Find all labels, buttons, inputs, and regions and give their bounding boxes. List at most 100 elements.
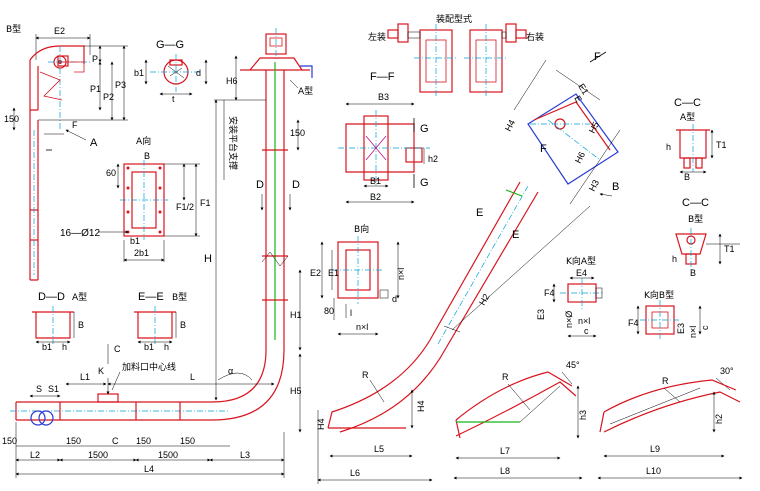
main-c-top-label: C bbox=[114, 344, 121, 354]
incline-h5-label: H5 bbox=[587, 120, 601, 135]
cc-a-h-label: h bbox=[666, 142, 671, 152]
incline-e-label: E bbox=[572, 94, 584, 104]
b-view-n-label: n×l bbox=[396, 268, 406, 280]
b-view-nl-label: n×l bbox=[356, 322, 368, 332]
section-cc-b: C—C B型 h B T1 bbox=[672, 197, 740, 278]
curve-detail-30: 30° R h2 L9 L10 bbox=[597, 366, 743, 480]
main-d-right-label: D bbox=[292, 179, 300, 191]
main-1500-b-label: 1500 bbox=[158, 450, 178, 460]
b-view-l-label: l bbox=[350, 308, 352, 318]
main-l1-label: L1 bbox=[80, 372, 90, 382]
curve2-h2-label: h2 bbox=[714, 414, 724, 424]
cc-a-type-label: A型 bbox=[680, 112, 695, 123]
main-h5-label: H5 bbox=[290, 386, 302, 396]
main-k-label: K bbox=[98, 366, 104, 376]
incline-h4-label: H4 bbox=[503, 118, 517, 133]
dd-b1-label: b1 bbox=[42, 342, 52, 352]
section-ff: F—F B3 G G h2 B1 B2 bbox=[338, 71, 438, 204]
curve2-l10-label: L10 bbox=[646, 466, 661, 476]
a-arrow-label: A bbox=[90, 137, 98, 149]
main-l2-label: L2 bbox=[30, 450, 40, 460]
main-s-label: S bbox=[36, 384, 42, 394]
k-view-a-f4-label: F4 bbox=[544, 288, 555, 298]
k-view-a: K向A型 E4 F4 E3 n×Ø n×l c bbox=[536, 255, 604, 338]
ff-b2-label: B2 bbox=[370, 192, 381, 202]
b-view-title: B向 bbox=[354, 223, 369, 235]
curve1-angle-label: 45° bbox=[566, 360, 580, 370]
cc-b-h-label: h bbox=[672, 254, 677, 264]
curve2-l9-label: L9 bbox=[650, 444, 660, 454]
incline-r-label: R bbox=[362, 370, 369, 380]
main-type-a-label: A型 bbox=[298, 86, 313, 97]
ee-h-label: h bbox=[164, 342, 169, 352]
cc-b-t1-label: T1 bbox=[724, 244, 735, 254]
ee-b-label: B bbox=[180, 320, 186, 330]
b-view-flange: B向 E2 E1 n×l 80 d l n×l bbox=[310, 223, 406, 336]
svg-text:H4: H4 bbox=[316, 418, 326, 430]
dd-type-label: A型 bbox=[72, 292, 87, 303]
a-view-f1-half-label: F1/2 bbox=[176, 202, 194, 212]
a-view-title: A向 bbox=[136, 135, 151, 147]
incline-e1-label: E1 bbox=[576, 82, 590, 97]
ee-b1-label: b1 bbox=[144, 342, 154, 352]
incline-h6-label: H6 bbox=[573, 150, 587, 165]
k-view-a-n1-label: n×Ø bbox=[564, 311, 574, 328]
incline-e-a-label: E bbox=[476, 207, 483, 219]
a-view-b-label: B bbox=[144, 151, 150, 161]
k-view-a-title: K向A型 bbox=[566, 255, 596, 267]
main-s1-label: S1 bbox=[48, 384, 59, 394]
ff-b1-label: B1 bbox=[370, 176, 381, 186]
main-c-bottom-label: C bbox=[112, 436, 119, 446]
ee-type-label: B型 bbox=[172, 292, 187, 303]
k-view-b-n-label: n×l bbox=[688, 326, 698, 338]
main-l3-label: L3 bbox=[240, 450, 250, 460]
main-150-b-label: 150 bbox=[66, 436, 81, 446]
k-view-b-title: K向B型 bbox=[644, 289, 674, 301]
a-view-2b1-label: 2b1 bbox=[134, 248, 149, 258]
assembly-type: 装配型式 左装 右装 bbox=[368, 13, 544, 96]
feed-centerline-note: 加料口中心线 bbox=[122, 361, 176, 373]
e2-label: E2 bbox=[54, 26, 65, 36]
main-h-label: H bbox=[204, 253, 212, 265]
incline-h4b-label: H4 bbox=[416, 400, 426, 412]
curve2-angle-label: 30° bbox=[720, 366, 734, 376]
a-view-60-label: 60 bbox=[106, 168, 116, 178]
a-view-flange: A向 B 60 F1 F1/2 16—Ø12 b1 2b1 bbox=[60, 135, 211, 262]
main-1500-a-label: 1500 bbox=[88, 450, 108, 460]
section-gg: G—G b1 t d bbox=[134, 39, 208, 104]
k-view-a-e4-label: E4 bbox=[576, 268, 587, 278]
ff-title: F—F bbox=[370, 71, 395, 83]
gg-d-label: d bbox=[196, 68, 201, 78]
main-150-c-label: 150 bbox=[136, 436, 151, 446]
main-150-a-label: 150 bbox=[2, 436, 17, 446]
b-view-80-label: 80 bbox=[324, 306, 334, 316]
inclined-elevation: F F E1 E H4 H5 H6 H3 B E E H2 R bbox=[316, 51, 621, 484]
type-b-label: B型 bbox=[6, 24, 21, 35]
a-view-b1-label: b1 bbox=[130, 236, 140, 246]
main-150-d-label: 150 bbox=[180, 436, 195, 446]
main-elevation: H6 A型 安装平台支撑 D D H 150 bbox=[2, 28, 313, 478]
dd-b-label: B bbox=[78, 320, 84, 330]
assembly-right-label: 右装 bbox=[526, 31, 544, 43]
main-d-label: D bbox=[256, 179, 264, 191]
incline-h3-label: H3 bbox=[587, 178, 601, 193]
k-view-a-n2-label: n×l bbox=[578, 316, 590, 326]
ff-g-bottom-label: G bbox=[420, 177, 429, 189]
install-note-label: 安装平台支撑 bbox=[227, 116, 239, 170]
k-view-b-c-label: c bbox=[700, 325, 710, 330]
incline-l6-label: L6 bbox=[350, 468, 360, 478]
dd-title: D—D bbox=[38, 291, 65, 303]
d150-label: 150 bbox=[4, 114, 19, 124]
cc-b-type-label: B型 bbox=[688, 214, 703, 225]
main-h1-label: H1 bbox=[290, 310, 302, 320]
cc-a-title: C—C bbox=[674, 97, 701, 109]
curve1-l8-label: L8 bbox=[500, 466, 510, 476]
gg-b1-label: b1 bbox=[134, 68, 144, 78]
incline-h2-label: H2 bbox=[477, 292, 491, 307]
k-view-a-c-label: c bbox=[584, 326, 589, 336]
section-dd: D—D A型 B b1 h bbox=[32, 291, 87, 352]
p3-label: P3 bbox=[115, 80, 126, 90]
k-view-a-e3-label: E3 bbox=[536, 309, 546, 320]
ff-g-top-label: G bbox=[420, 123, 429, 135]
